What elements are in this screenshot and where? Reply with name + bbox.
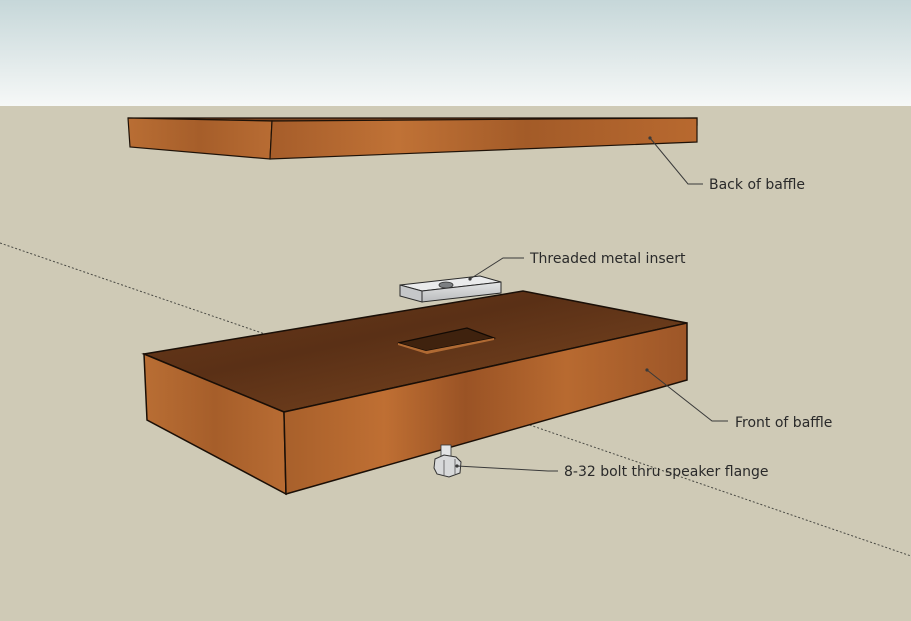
label-bolt: 8-32 bolt thru speaker flange (564, 464, 769, 480)
bolt-part (433, 444, 462, 478)
label-threaded-insert: Threaded metal insert (529, 251, 686, 267)
front-of-baffle-block (141, 290, 688, 496)
leader-lines (456, 137, 728, 472)
label-back-of-baffle: Back of baffle (709, 177, 805, 193)
back-of-baffle-board (127, 117, 698, 160)
threaded-insert-part (399, 275, 502, 303)
sky (0, 0, 911, 106)
label-front-of-baffle: Front of baffle (735, 415, 832, 431)
